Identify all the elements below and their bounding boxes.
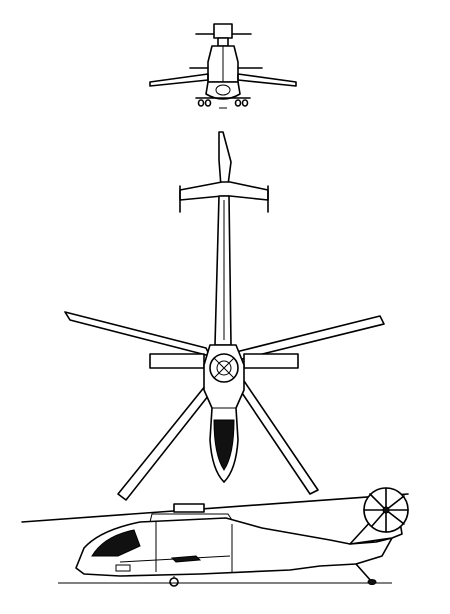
top-rotor-blade-4 [235,377,319,495]
front-rotor-mast [217,37,229,47]
front-lower-fuselage [205,81,241,100]
front-left-wheel [197,99,205,107]
front-right-wheel [234,99,242,107]
front-view [149,23,297,109]
side-weapon-pod [170,555,202,563]
top-rotor-blade-1 [64,311,211,357]
front-left-stub-wing [149,73,209,87]
top-rotor-blade-3 [117,379,217,501]
top-left-stub-wing [149,353,205,369]
side-fuselage [75,517,393,577]
top-view [64,131,385,501]
top-tail-boom [214,195,232,346]
top-right-stub-wing [243,353,299,369]
side-main-rotor-blade [21,493,409,523]
top-cockpit-canopy [213,419,235,471]
top-fuselage [203,344,245,483]
side-view [21,487,409,587]
side-tail-skid [355,563,373,583]
front-rotor-hub [213,23,233,39]
side-cockpit-canopy [91,529,141,557]
side-main-wheel [169,577,179,587]
front-right-stub-wing [237,73,297,87]
side-rotor-head [173,503,205,513]
